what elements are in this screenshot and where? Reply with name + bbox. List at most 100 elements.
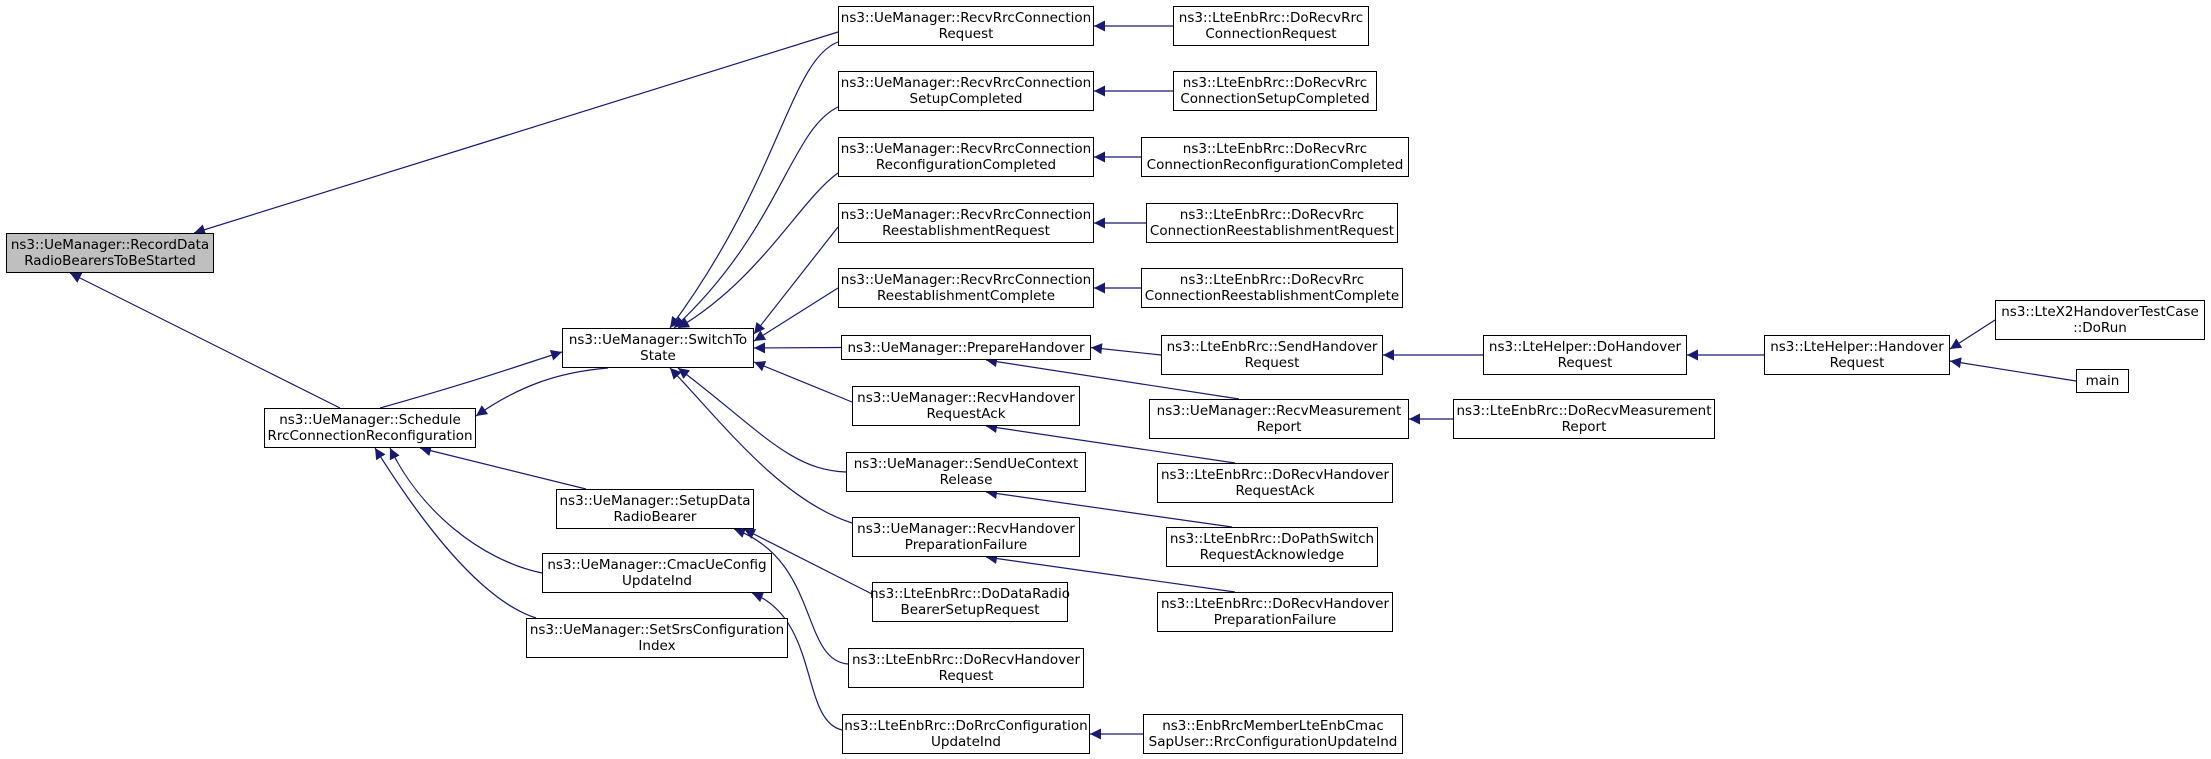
edge-dorhra-to-rhra [985, 422, 1236, 464]
node-label-line: ns3::LteEnbRrc::DoRecvRrc [1182, 75, 1368, 91]
edge-schedule-to-root [69, 272, 341, 409]
node-label-line: ns3::UeManager::RecvRrcConnection [840, 141, 1092, 157]
node-label-line: ns3::UeManager::SetSrsConfiguration [529, 622, 785, 638]
node-label-line: Index [638, 638, 676, 654]
node-label-line: ns3::EnbRrcMemberLteEnbCmac [1162, 718, 1384, 734]
node-label-line: Report [1256, 419, 1302, 435]
node-label-line: ns3::UeManager::RecvHandover [857, 390, 1075, 406]
node-label-line: ConnectionRequest [1205, 26, 1337, 42]
node-label-line: ns3::LteEnbRrc::DoRecvRrc [1178, 10, 1364, 26]
node-label-line: Request [938, 668, 994, 684]
node-label-line: ns3::LteEnbRrc::DoRecvHandover [1160, 467, 1389, 483]
edge-rmr-to-prep [985, 356, 1240, 400]
node-label-line: ns3::LteEnbRrc::SendHandover [1166, 339, 1378, 355]
edge-dops-to-suec [985, 488, 1233, 528]
node-label-line: ns3::LteEnbRrc::DoRecvMeasurement [1456, 403, 1712, 419]
edge-rcr-to-root [193, 31, 839, 235]
node-label-line: ReconfigurationCompleted [875, 157, 1057, 173]
edge-dodrb-to-setupdata [743, 528, 873, 595]
node-label-line: ns3::LteHelper::DoHandover [1488, 339, 1682, 355]
edge-rcrec-to-switch [753, 287, 839, 342]
edge-rcrc-to-switch [677, 172, 839, 329]
edge-dorhr-to-setupdata [733, 527, 849, 665]
edge-dorhpf-to-rhpf [985, 553, 1236, 593]
node-label-line: ns3::UeManager::RecvRrcConnection [840, 272, 1092, 288]
node-label-line: UpdateInd [931, 734, 1001, 750]
node-label-line: SapUser::RrcConfigurationUpdateInd [1148, 734, 1398, 750]
node-lte-x2-handover-test-case-do-run[interactable]: ns3::LteX2HandoverTestCase::DoRun [1995, 300, 2205, 340]
node-label-line: ns3::UeManager::SwitchTo [568, 332, 748, 348]
node-label-line: RadioBearer [613, 509, 697, 525]
edge-rcsc-to-switch [673, 106, 839, 329]
node-label-line: ns3::UeManager::RecvMeasurement [1156, 403, 1402, 419]
node-label-line: Request [1557, 355, 1613, 371]
node-label-line: ns3::LteEnbRrc::DoRecvRrc [1179, 272, 1365, 288]
node-label-line: ns3::LteHelper::Handover [1770, 339, 1944, 355]
node-prepare-handover[interactable]: ns3::UeManager::PrepareHandover [841, 335, 1091, 360]
edge-x2test-to-helperho [1949, 319, 1996, 350]
node-label-line: Release [939, 472, 993, 488]
node-label-line: State [640, 348, 676, 364]
node-label-line: ns3::LteX2HandoverTestCase [2001, 304, 2199, 320]
node-main[interactable]: main [2076, 369, 2129, 393]
node-label-line: ns3::LteEnbRrc::DoRrcConfiguration [844, 718, 1088, 734]
node-label-line: SetupCompleted [909, 91, 1023, 107]
node-label-line: RrcConnectionReconfiguration [267, 428, 473, 444]
node-label-line: Request [1829, 355, 1885, 371]
node-label-line: ns3::LteEnbRrc::DoRecvHandover [851, 652, 1080, 668]
node-label-line: ns3::UeManager::RecordData [10, 237, 210, 253]
node-label-line: PreparationFailure [904, 537, 1028, 553]
node-label-line: RadioBearersToBeStarted [24, 253, 196, 269]
edge-rhpf-to-switch [669, 367, 853, 524]
edge-rcrr-to-switch [753, 226, 839, 335]
edge-prep-to-switch [753, 342, 842, 354]
edge-suec-to-switch [677, 367, 847, 473]
node-label-line: ::DoRun [2073, 320, 2127, 336]
edge-setupdata-to-schedule [419, 445, 587, 490]
node-label-line: ReestablishmentRequest [882, 223, 1050, 239]
node-label-line: ConnectionSetupCompleted [1180, 91, 1370, 107]
node-label-line: ns3::UeManager::RecvRrcConnection [840, 75, 1092, 91]
node-label-line: RequestAck [926, 406, 1006, 422]
node-label-line: PreparationFailure [1213, 612, 1337, 628]
node-label-line: RequestAck [1235, 483, 1315, 499]
node-label-line: ns3::UeManager::RecvRrcConnection [840, 10, 1092, 26]
edge-rcr-to-switch [669, 41, 839, 329]
node-label-line: Report [1561, 419, 1607, 435]
node-label-line: ConnectionReestablishmentRequest [1149, 223, 1395, 239]
node-label-line: ns3::UeManager::SendUeContext [853, 456, 1079, 472]
node-label-line: ReestablishmentComplete [876, 288, 1055, 304]
